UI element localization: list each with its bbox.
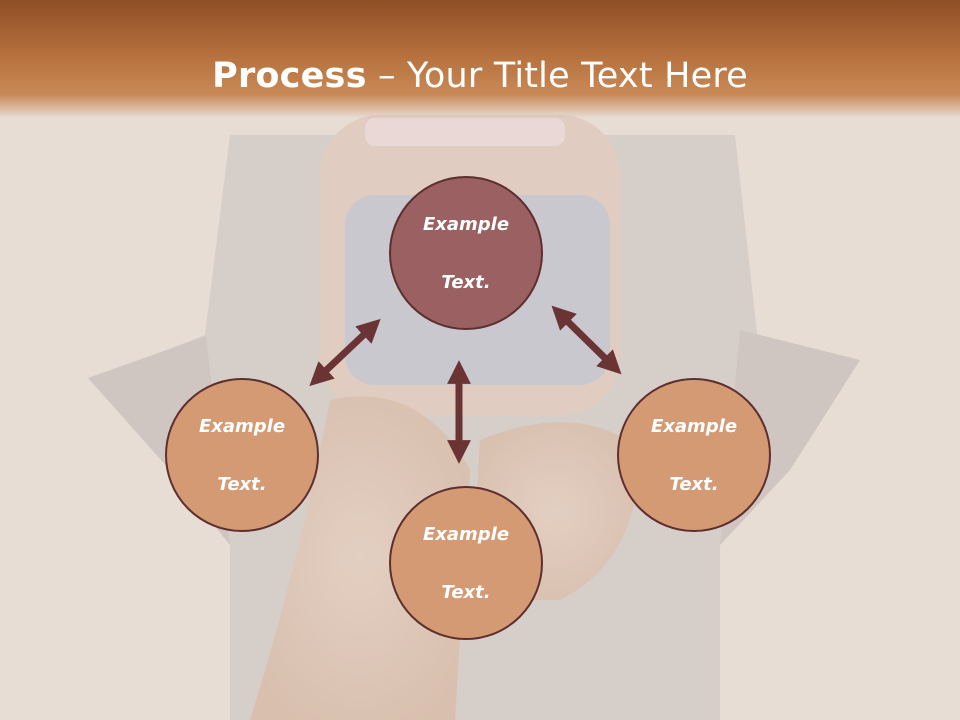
- node-left-line2: Text.: [217, 473, 267, 495]
- node-right-line2: Text.: [669, 473, 719, 495]
- node-bottom-line1: Example: [422, 523, 510, 545]
- node-bottom-line2: Text.: [441, 581, 491, 603]
- title-bold: Process: [212, 56, 367, 96]
- arrow-top-right: [551, 305, 622, 375]
- title-bar: [0, 0, 960, 118]
- arrow-top-left: [309, 318, 381, 387]
- node-right-line1: Example: [650, 415, 738, 437]
- node-left-line1: Example: [198, 415, 286, 437]
- node-top-line1: Example: [422, 213, 510, 235]
- node-top-line2: Text.: [441, 271, 491, 293]
- page-title: Process – Your Title Text Here: [0, 52, 960, 100]
- title-rest: – Your Title Text Here: [366, 56, 748, 96]
